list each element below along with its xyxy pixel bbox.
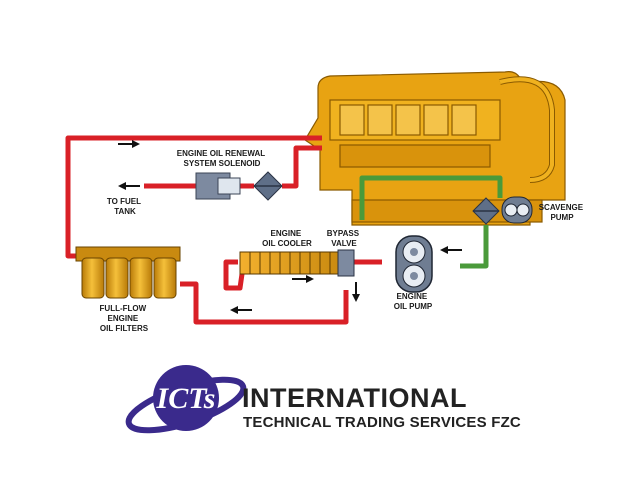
scavenge-pump: [472, 196, 533, 225]
label-oil-pump: ENGINE OIL PUMP: [394, 292, 433, 311]
logo-globe: [153, 365, 219, 431]
arrow-right-cooler: [292, 275, 314, 283]
label-bypass-valve: BYPASS VALVE: [327, 229, 362, 248]
engine-oil-cooler: [239, 251, 341, 275]
arrow-left-bottom: [230, 306, 252, 314]
engine-oil-pump: [395, 235, 433, 293]
arrow-left-pump: [440, 246, 462, 254]
full-flow-oil-filters: [75, 246, 181, 299]
engine-block: [304, 71, 566, 226]
label-solenoid: ENGINE OIL RENEWAL SYSTEM SOLENOID: [177, 149, 267, 168]
company-subtitle: TECHNICAL TRADING SERVICES FZC: [243, 414, 521, 431]
itts-logo: ICTs: [125, 365, 247, 434]
label-scavenge-pump: SCAVENGE PUMP: [539, 203, 586, 222]
arrow-down-bypass: [352, 282, 360, 302]
arrow-right-top: [118, 140, 140, 148]
flow-arrows: [118, 140, 462, 314]
oil-renewal-solenoid: [195, 171, 283, 201]
label-oil-cooler: ENGINE OIL COOLER: [262, 229, 312, 248]
logo-text: ICTs: [156, 382, 216, 415]
bypass-valve: [337, 249, 355, 277]
arrow-left-fuel: [118, 182, 140, 190]
label-fuel-tank: TO FUEL TANK: [107, 197, 143, 216]
company-name: INTERNATIONAL: [242, 383, 467, 413]
label-oil-filters: FULL-FLOW ENGINE OIL FILTERS: [100, 304, 149, 333]
green-oil-lines: [359, 175, 503, 269]
